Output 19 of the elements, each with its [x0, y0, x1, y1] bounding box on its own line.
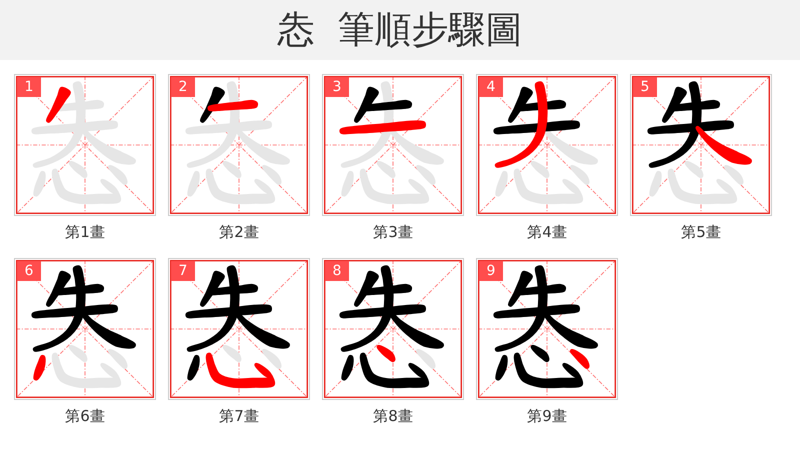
step-number: 8	[325, 261, 349, 281]
step-caption: 第1畫	[64, 222, 106, 242]
step-number: 5	[633, 77, 657, 97]
step-number: 2	[171, 77, 195, 97]
step-caption: 第9畫	[526, 406, 568, 426]
step-caption: 第4畫	[526, 222, 568, 242]
step-number: 6	[17, 261, 41, 281]
step-caption: 第5畫	[680, 222, 722, 242]
step-number: 1	[17, 77, 41, 97]
step-caption: 第3畫	[372, 222, 414, 242]
step-number: 7	[171, 261, 195, 281]
page-title: 怣 筆順步驟圖	[278, 9, 522, 51]
step-number: 9	[479, 261, 503, 281]
step-caption: 第8畫	[372, 406, 414, 426]
step-caption: 第6畫	[64, 406, 106, 426]
step-caption: 第2畫	[218, 222, 260, 242]
step-number: 3	[325, 77, 349, 97]
step-number: 4	[479, 77, 503, 97]
step-caption: 第7畫	[218, 406, 260, 426]
